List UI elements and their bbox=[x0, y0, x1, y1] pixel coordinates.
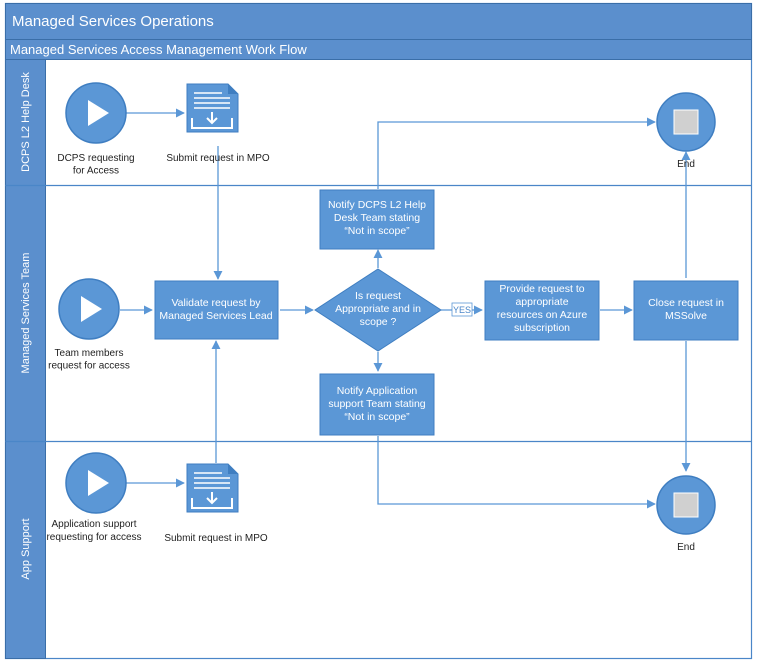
label-line: Notify Application bbox=[337, 385, 418, 397]
end-top-label: End bbox=[677, 159, 695, 170]
lane-label-app: App Support bbox=[20, 518, 32, 579]
label-line: Managed Services Lead bbox=[159, 310, 272, 322]
team-start-event bbox=[58, 278, 120, 340]
inbox-tray-icon bbox=[191, 498, 233, 509]
end-event-top bbox=[656, 92, 716, 152]
label-line: Provide request to bbox=[499, 283, 584, 295]
app-start-label: Application support requesting for access bbox=[46, 519, 141, 543]
end-event-bottom bbox=[656, 475, 716, 535]
label-line: Application support bbox=[51, 519, 136, 530]
title-bar bbox=[5, 3, 752, 40]
label-line: appropriate bbox=[515, 296, 568, 308]
submit-request-top-label: Submit request in MPO bbox=[166, 153, 270, 164]
connector-notify-dcps-to-end-top bbox=[377, 117, 656, 189]
document-fold bbox=[228, 84, 238, 94]
diagram-subtitle: Managed Services Access Management Work … bbox=[10, 42, 307, 57]
label-line: DCPS requesting bbox=[57, 153, 134, 164]
label-line: “Not in scope” bbox=[344, 411, 410, 423]
label-line: for Access bbox=[73, 166, 119, 177]
diagram-title: Managed Services Operations bbox=[12, 13, 214, 30]
dcps-start-label: DCPS requesting for Access bbox=[57, 153, 134, 177]
submit-request-top bbox=[186, 83, 239, 133]
label-line: Submit request in MPO bbox=[166, 153, 270, 164]
document-fold bbox=[228, 464, 238, 474]
label-line: Is request bbox=[355, 290, 401, 302]
label-line: support Team stating bbox=[328, 398, 425, 410]
label-line: Validate request by bbox=[171, 297, 261, 309]
down-arrow-icon bbox=[206, 492, 218, 505]
lane-label-team: Managed Services Team bbox=[20, 253, 32, 374]
lane-header-column bbox=[5, 59, 46, 659]
label-line: Desk Team stating bbox=[334, 212, 420, 224]
label-line: resources on Azure bbox=[497, 309, 588, 321]
label-line: Team members bbox=[55, 348, 124, 359]
label-line: scope ? bbox=[360, 316, 397, 328]
dcps-start-event bbox=[65, 82, 127, 144]
play-icon bbox=[88, 100, 109, 126]
stop-square-icon bbox=[673, 109, 699, 135]
connectors bbox=[120, 108, 691, 509]
label-line: “Not in scope” bbox=[344, 225, 410, 237]
lane-label-dcps: DCPS L2 Help Desk bbox=[20, 72, 32, 172]
play-icon bbox=[88, 470, 109, 496]
yes-label: YES bbox=[453, 305, 471, 315]
notify-app-box bbox=[319, 373, 435, 436]
label-line: End bbox=[677, 542, 695, 553]
provide-request-box bbox=[484, 280, 600, 341]
label-line: subscription bbox=[514, 322, 570, 334]
submit-request-bottom bbox=[186, 463, 239, 513]
play-icon bbox=[81, 296, 102, 322]
label-line: requesting for access bbox=[46, 532, 141, 543]
yes-label-box bbox=[451, 302, 473, 317]
label-line: End bbox=[677, 159, 695, 170]
label-line: Notify DCPS L2 Help bbox=[328, 199, 426, 211]
label-line: Appropriate and in bbox=[335, 303, 421, 315]
notify-dcps-box bbox=[319, 189, 435, 250]
team-start-label: Team members request for access bbox=[48, 348, 130, 372]
app-start-event bbox=[65, 452, 127, 514]
validate-request-box bbox=[154, 280, 279, 340]
label-line: Close request in bbox=[648, 297, 724, 309]
decision-diamond bbox=[314, 268, 442, 352]
label-line: MSSolve bbox=[665, 310, 707, 322]
submit-request-bottom-label: Submit request in MPO bbox=[164, 533, 268, 544]
close-request-box bbox=[633, 280, 739, 341]
subtitle-bar bbox=[5, 39, 752, 60]
label-line: request for access bbox=[48, 361, 130, 372]
label-line: Submit request in MPO bbox=[164, 533, 268, 544]
end-bottom-label: End bbox=[677, 542, 695, 553]
connector-notify-app-to-end-bottom bbox=[377, 436, 656, 509]
stop-square-icon bbox=[673, 492, 699, 518]
inbox-tray-icon bbox=[191, 118, 233, 129]
down-arrow-icon bbox=[206, 112, 218, 125]
